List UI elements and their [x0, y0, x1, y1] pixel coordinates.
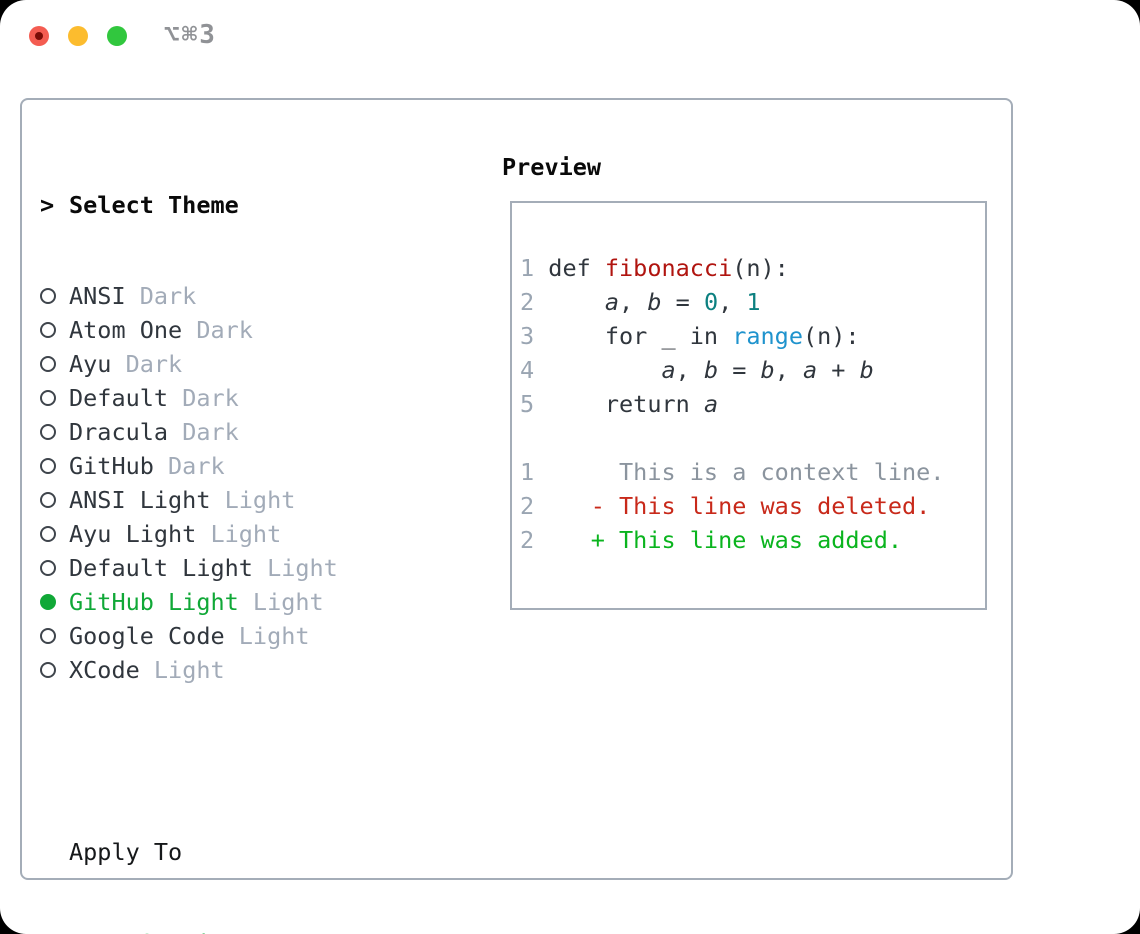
window-shortcut-label: ⌥⌘3 — [164, 20, 217, 50]
preview-title: Preview — [502, 153, 602, 181]
code-preview: 1 def fibonacci(n): 2 a, b = 0, 1 3 for _ … — [512, 203, 985, 557]
radio-slot — [40, 492, 69, 508]
radio-slot — [40, 458, 69, 474]
radio-slot — [40, 322, 69, 338]
theme-option[interactable]: Default Light Light — [40, 551, 490, 585]
radio-icon — [40, 492, 56, 508]
radio-slot — [40, 594, 69, 610]
theme-option[interactable]: Ayu Dark — [40, 347, 490, 381]
code-line: 1 def fibonacci(n): — [520, 254, 789, 282]
theme-name: Google Code — [69, 622, 225, 650]
theme-variant: Dark — [125, 282, 197, 310]
radio-icon — [40, 662, 56, 678]
radio-slot — [40, 390, 69, 406]
preview-header: Preview — [502, 150, 601, 184]
code-line — [520, 421, 985, 455]
radio-icon — [40, 458, 56, 474]
prompt-icon: > — [40, 191, 55, 219]
code-line: 1 This is a context line. — [520, 458, 945, 486]
radio-slot — [40, 628, 69, 644]
theme-name: Ayu Light — [69, 520, 197, 548]
theme-variant: Light — [224, 622, 310, 650]
theme-name: Default Light — [69, 554, 253, 582]
theme-name: Default — [69, 384, 169, 412]
code-line: 2 a, b = 0, 1 — [520, 288, 761, 316]
code-line: 2 + This line was added. — [520, 526, 903, 554]
theme-name: Ayu — [69, 350, 112, 378]
radio-slot — [40, 526, 69, 542]
theme-variant: Dark — [153, 452, 225, 480]
theme-variant: Dark — [168, 418, 239, 446]
theme-option[interactable]: Ayu Light Light — [40, 517, 490, 551]
radio-selected-icon — [40, 594, 56, 610]
code-line: 3 for _ in range(n): — [520, 322, 860, 350]
select-theme-header: > Select Theme — [40, 188, 490, 222]
apply-to-header: Apply To — [40, 835, 490, 869]
theme-option[interactable]: GitHub Light Light — [40, 585, 490, 619]
theme-variant: Light — [139, 656, 225, 684]
radio-icon — [40, 560, 56, 576]
theme-option[interactable]: Default Dark — [40, 381, 490, 415]
code-line: 2 - This line was deleted. — [520, 492, 931, 520]
apply-to-title: Apply To — [69, 838, 183, 866]
radio-icon — [40, 424, 56, 440]
theme-option[interactable]: ANSI Light Light — [40, 483, 490, 517]
theme-variant: Light — [252, 554, 338, 582]
theme-variant: Light — [238, 588, 324, 616]
theme-name: ANSI — [69, 282, 126, 310]
radio-slot — [40, 662, 69, 678]
theme-variant: Dark — [168, 384, 239, 412]
theme-option[interactable]: Dracula Dark — [40, 415, 490, 449]
theme-name: Dracula — [69, 418, 169, 446]
theme-name: ANSI Light — [69, 486, 211, 514]
radio-slot — [40, 288, 69, 304]
code-preview-box: 1 def fibonacci(n): 2 a, b = 0, 1 3 for _ … — [510, 201, 987, 610]
apply-to-list: User SettingsWorkspace Settings — [40, 926, 490, 934]
theme-option[interactable]: ANSI Dark — [40, 279, 490, 313]
close-dot-icon — [35, 32, 43, 40]
titlebar: ⌥⌘3 — [0, 0, 1140, 72]
theme-name: Atom One — [69, 316, 183, 344]
radio-slot — [40, 560, 69, 576]
theme-variant: Light — [196, 520, 282, 548]
close-button[interactable] — [29, 26, 49, 46]
theme-option[interactable]: GitHub Dark — [40, 449, 490, 483]
radio-icon — [40, 390, 56, 406]
radio-icon — [40, 288, 56, 304]
radio-icon — [40, 356, 56, 372]
apply-to-option[interactable]: User Settings — [40, 926, 490, 934]
minimize-button[interactable] — [68, 26, 88, 46]
theme-name: GitHub — [69, 452, 154, 480]
theme-option[interactable]: XCode Light — [40, 653, 490, 687]
radio-icon — [40, 322, 56, 338]
spacer — [40, 744, 490, 778]
theme-variant: Light — [210, 486, 296, 514]
theme-option[interactable]: Atom One Dark — [40, 313, 490, 347]
code-line: 4 a, b = b, a + b — [520, 356, 874, 384]
select-theme-title: Select Theme — [69, 191, 239, 219]
radio-slot — [40, 356, 69, 372]
radio-icon — [40, 628, 56, 644]
code-line: 5 return a — [520, 390, 719, 418]
theme-option[interactable]: Google Code Light — [40, 619, 490, 653]
radio-slot — [40, 424, 69, 440]
theme-name: XCode — [69, 656, 140, 684]
apply-to-option-label: User Settings — [69, 929, 253, 934]
theme-variant: Dark — [182, 316, 253, 344]
theme-variant: Dark — [111, 350, 183, 378]
radio-icon — [40, 526, 56, 542]
zoom-button[interactable] — [107, 26, 127, 46]
theme-name: GitHub Light — [69, 588, 239, 616]
